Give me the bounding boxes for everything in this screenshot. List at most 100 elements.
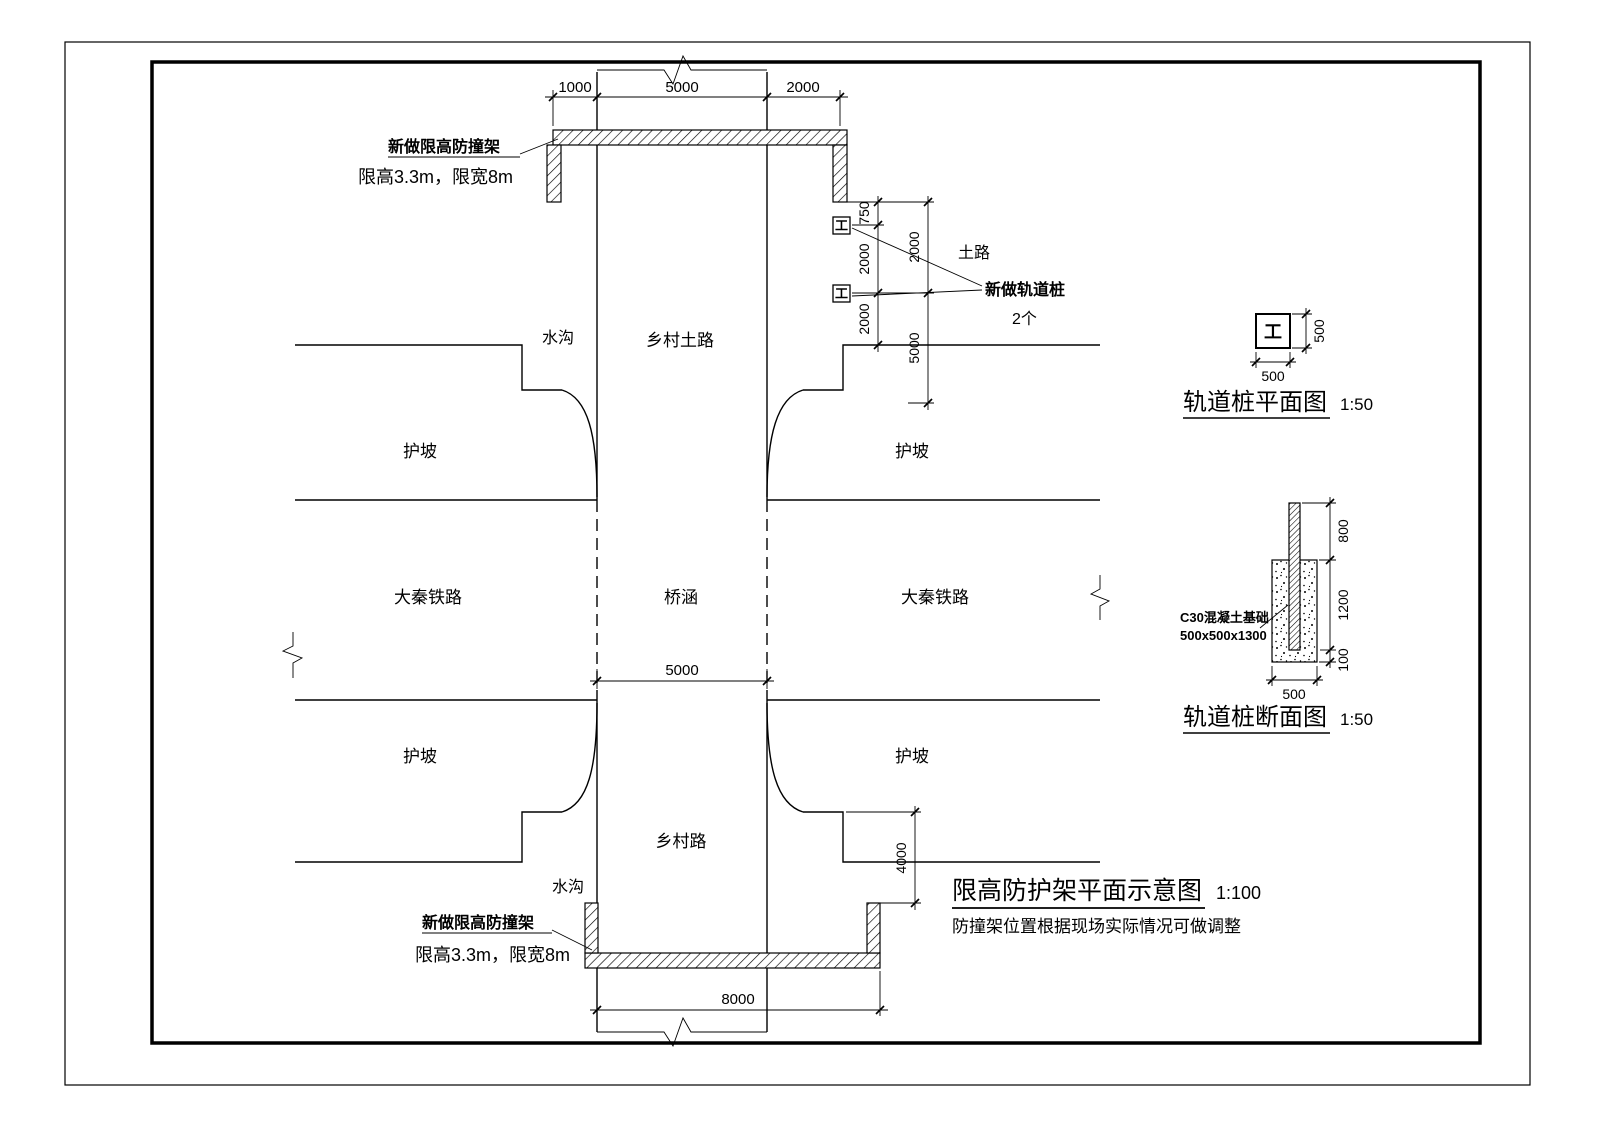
label-dirt-road: 土路: [958, 244, 990, 262]
pile-section-scale: 1:50: [1340, 710, 1373, 729]
note-frame-top-title: 新做限高防撞架: [388, 137, 500, 156]
dimension-top: 1000 5000 2000: [545, 79, 848, 126]
track-pile-glyph-1: 工: [835, 218, 848, 233]
break-symbol-right: [1089, 575, 1111, 620]
dim-tick: [1285, 357, 1295, 367]
detail-pile-plan: 工 500 500 轨道桩平面图 1:50: [1183, 308, 1373, 419]
break-symbol-left: [281, 632, 304, 678]
break-symbol-top: [597, 54, 767, 86]
road-corridor: [596, 54, 768, 1048]
dimension-right-chains: 750 2000 2000 2000 5000: [847, 196, 934, 410]
upper-left-edge-with-ditch: [295, 344, 562, 391]
lower-left-slope-curve: [561, 702, 598, 813]
pile-section-title: 轨道桩断面图: [1183, 704, 1327, 731]
dim-tick: [923, 197, 933, 207]
dim-tick: [1325, 657, 1335, 667]
label-culvert: 桥涵: [664, 588, 698, 607]
protection-frame-bottom: [584, 902, 881, 969]
pile-section-dim-100: 100: [1335, 648, 1351, 672]
pile-plan-dim-width: 500: [1261, 368, 1285, 384]
main-title-block: 限高防护架平面示意图 1:100 防撞架位置根据现场实际情况可做调整: [952, 877, 1261, 936]
track-pile-glyph-2: 工: [835, 286, 848, 301]
break-symbol-bottom: [597, 1016, 767, 1048]
upper-right-slope-curve: [766, 389, 804, 498]
pile-section-note-1: C30混凝土基础: [1180, 610, 1269, 625]
dim-tick: [592, 92, 602, 102]
lower-left-edge-with-ditch: [295, 811, 562, 863]
note-frame-top: 新做限高防撞架 限高3.3m，限宽8m: [358, 137, 559, 187]
inner-border: [150, 60, 1482, 1045]
pile-plan-dim-height: 500: [1311, 319, 1327, 343]
pile-plan-scale: 1:50: [1340, 395, 1373, 414]
dim-tick: [592, 676, 602, 686]
label-railway-left: 大秦铁路: [394, 588, 462, 607]
label-ditch-top: 水沟: [542, 329, 574, 347]
frame-bottom-left-post: [584, 902, 599, 954]
dim-tick: [1301, 309, 1311, 319]
note-frame-bottom: 新做限高防撞架 限高3.3m，限宽8m: [415, 913, 593, 965]
protection-frame-top: [546, 129, 848, 203]
label-slope-bottom-right: 护坡: [895, 747, 929, 766]
plan-labels: 水沟 乡村土路 护坡 护坡 大秦铁路 大秦铁路 桥涵 护坡 护坡 乡村路 水沟 …: [394, 244, 990, 896]
dimension-4000: 4000: [846, 806, 921, 910]
dim-tick: [548, 92, 558, 102]
dimension-8000: 8000: [590, 971, 888, 1016]
dim-tick: [1312, 675, 1322, 685]
leader-line-pile-1: [851, 227, 983, 287]
label-village-road: 乡村路: [656, 832, 707, 851]
dim-tick: [910, 898, 920, 908]
frame-bottom-bar: [584, 952, 881, 969]
track-pile-symbols: 工 工: [832, 216, 851, 303]
dim-tick: [873, 340, 883, 350]
pile-plan-square: [1255, 313, 1291, 349]
dim-5000-top: 5000: [665, 79, 698, 96]
detail-pile-section: 800 1200 100 500 C30混凝土基础 500x500x1300 轨…: [1180, 497, 1373, 734]
dim-tick: [835, 92, 845, 102]
dim-tick: [873, 288, 883, 298]
dim-5000-right: 5000: [906, 332, 922, 363]
dim-tick: [875, 1005, 885, 1015]
embankment-lines: [281, 344, 1111, 863]
upper-right-edge-with-ditch: [803, 344, 1100, 391]
dim-750: 750: [856, 201, 872, 225]
note-track-pile: 新做轨道桩 2个: [851, 227, 1065, 328]
note-frame-top-spec: 限高3.3m，限宽8m: [358, 167, 513, 187]
note-frame-bottom-title: 新做限高防撞架: [422, 913, 534, 932]
label-village-dirt-road: 乡村土路: [646, 331, 714, 350]
dim-2000-c: 2000: [906, 231, 922, 262]
pile-section-note-2: 500x500x1300: [1180, 628, 1267, 643]
pile-section-dim-800: 800: [1335, 519, 1351, 543]
dim-2000-top: 2000: [786, 79, 819, 96]
dim-tick: [1325, 645, 1335, 655]
label-slope-bottom-left: 护坡: [403, 747, 437, 766]
outer-border: [64, 41, 1531, 1086]
leader-line: [1259, 604, 1289, 629]
dim-tick: [873, 220, 883, 230]
dim-2000-a: 2000: [856, 243, 872, 274]
pile-section-post: [1288, 502, 1301, 651]
lower-right-edge-with-ditch: [803, 811, 1100, 863]
frame-bottom-right-post: [866, 902, 881, 954]
leader-line-pile-2: [851, 289, 983, 297]
dim-tick: [1325, 555, 1335, 565]
lower-right-slope-curve: [766, 702, 804, 813]
pile-section-dim-500: 500: [1282, 686, 1306, 702]
dim-1000: 1000: [558, 79, 591, 96]
dim-tick: [1325, 498, 1335, 508]
upper-left-slope-curve: [561, 389, 598, 498]
frame-top-bar: [552, 129, 848, 146]
main-title-note: 防撞架位置根据现场实际情况可做调整: [952, 917, 1241, 936]
dim-tick: [1267, 675, 1277, 685]
main-title: 限高防护架平面示意图: [952, 877, 1202, 905]
label-ditch-bottom: 水沟: [552, 878, 584, 896]
label-railway-right: 大秦铁路: [901, 588, 969, 607]
frame-top-left-post: [546, 144, 562, 203]
dimension-culvert: 5000: [590, 662, 774, 689]
note-track-pile-label: 新做轨道桩: [985, 280, 1065, 299]
dim-tick: [762, 92, 772, 102]
pile-plan-title: 轨道桩平面图: [1183, 389, 1327, 416]
dim-tick: [1301, 343, 1311, 353]
label-slope-top-right: 护坡: [895, 442, 929, 461]
